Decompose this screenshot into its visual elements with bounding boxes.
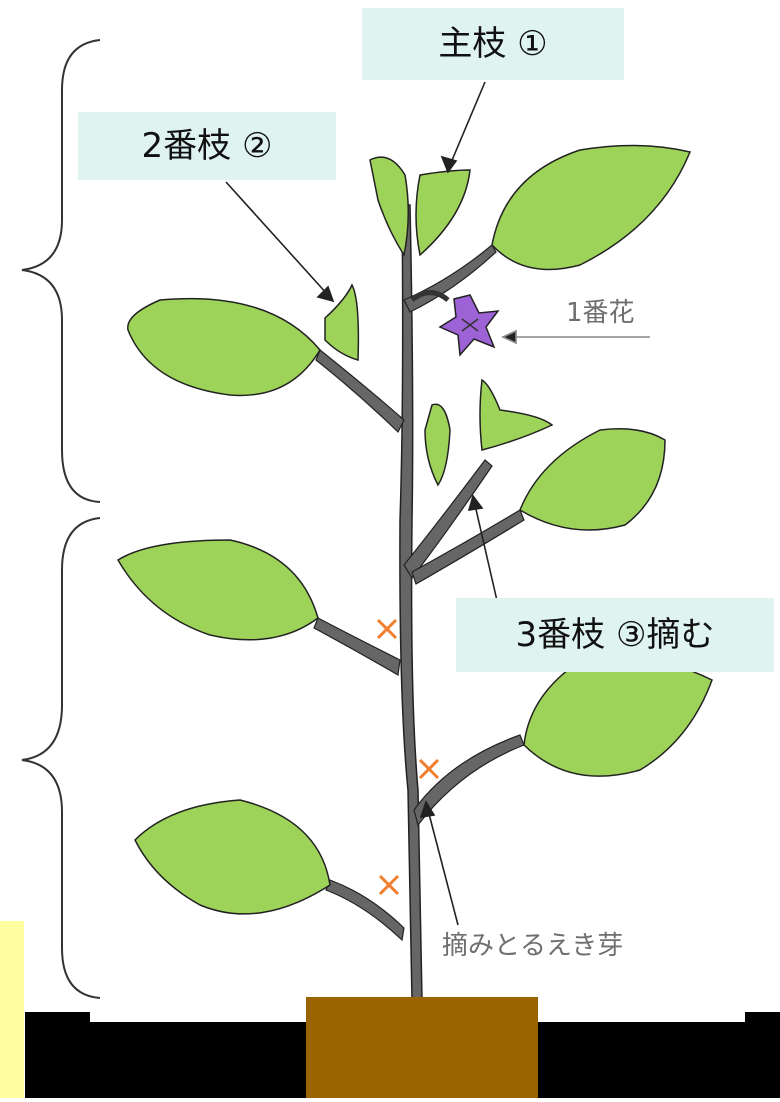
yellow-sidebar [0,921,24,1098]
brace-upper [21,39,101,503]
plant-pot [306,997,538,1098]
arrow-shoot [419,800,459,926]
main-stem [399,204,423,1001]
arrow-flower [501,329,650,345]
label-main-branch: 主枝 ① [362,8,624,80]
branch-third [403,459,493,580]
branch-upper-right [403,244,497,313]
label-third-branch: 3番枝 ③摘む [456,598,774,672]
brace-lower [21,517,101,999]
branch-second [315,349,405,434]
ground-gap [538,1012,745,1022]
branch-left-low [325,879,405,942]
label-side-shoot: 摘みとるえき芽 [442,931,624,961]
arrow-third [467,494,499,606]
arrow-main [440,81,486,174]
flower-peduncle [410,290,450,302]
label-first-flower: 1番花 [566,298,635,328]
arrow-second [225,181,335,303]
ground-gap [90,1012,306,1022]
branch-left-mid [313,617,401,676]
branch-third-right [411,509,525,585]
label-second-branch: 2番枝 ② [78,112,336,180]
leaf [116,144,713,915]
first-flower [438,294,500,357]
pinch-mark [376,618,440,896]
